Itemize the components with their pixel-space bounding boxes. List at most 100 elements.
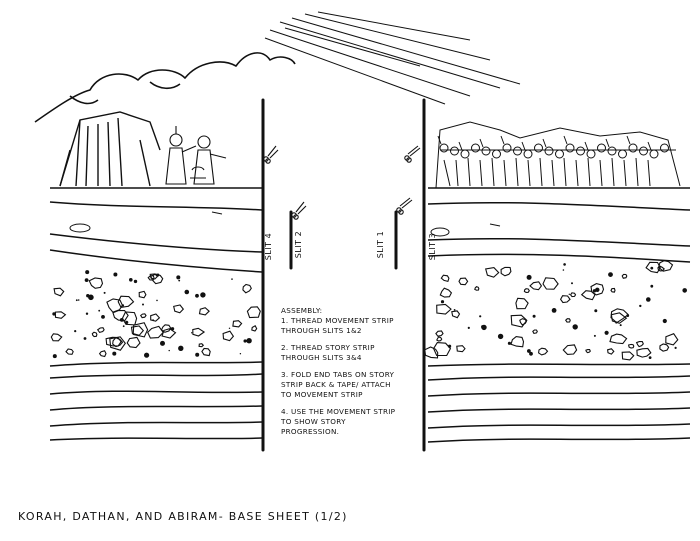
assembly-step-2: 2. THREAD STORY STRIP THROUGH SLITS 3&4: [281, 343, 375, 362]
rock: [91, 331, 98, 338]
crowd-head: [607, 146, 617, 156]
rock: [150, 313, 161, 322]
rock: [436, 303, 452, 315]
pebble: [650, 284, 654, 288]
rock: [510, 336, 525, 348]
crowd-head: [576, 146, 585, 156]
pebble: [178, 279, 181, 282]
rock: [569, 292, 577, 298]
rock: [606, 348, 615, 355]
rock: [50, 333, 63, 342]
rock: [609, 333, 628, 345]
pebble: [88, 294, 94, 301]
pebble: [682, 288, 687, 293]
pebble: [52, 312, 56, 316]
rock: [161, 328, 177, 339]
scissors-icon: [396, 197, 413, 215]
pebble: [551, 308, 557, 313]
pebble: [608, 272, 613, 277]
scissors-icon: [291, 201, 307, 220]
rock: [232, 320, 243, 328]
rock: [515, 297, 529, 310]
raised-arm: [605, 138, 610, 148]
crowd-head: [534, 143, 543, 153]
rock: [635, 340, 644, 348]
rock: [147, 275, 155, 281]
pebble: [77, 299, 80, 301]
rock: [538, 347, 549, 356]
crowd-head: [439, 143, 449, 153]
rocks-right: [424, 260, 687, 361]
tent-icon: [59, 111, 161, 187]
crowd-head: [471, 143, 480, 153]
crowd-head: [481, 146, 491, 156]
scissors-icon: [263, 145, 279, 164]
rock: [621, 351, 635, 361]
pebble: [85, 270, 90, 275]
pebble: [52, 354, 57, 359]
scissors-icon: [404, 145, 421, 163]
crowd-head: [460, 149, 470, 159]
rock: [610, 308, 630, 324]
raised-arm: [647, 141, 652, 151]
pebble: [243, 339, 247, 343]
rock: [456, 345, 466, 353]
rock: [458, 277, 469, 286]
rock: [251, 325, 258, 332]
rock: [532, 329, 538, 335]
rock: [542, 277, 559, 290]
pebble: [440, 300, 445, 304]
rock: [54, 311, 67, 319]
crowd-head: [502, 143, 512, 153]
rock: [529, 281, 543, 291]
rock: [53, 287, 65, 297]
pebble: [84, 278, 89, 282]
assembly-step-1: 1. THREAD MOVEMENT STRIP THROUGH SLITS 1…: [281, 316, 394, 335]
rock: [65, 348, 74, 355]
rock: [88, 277, 104, 289]
crowd-head: [555, 149, 564, 159]
pebble: [200, 292, 206, 298]
crowd-head: [450, 146, 459, 156]
rock: [173, 304, 185, 314]
rock: [160, 324, 172, 333]
raised-arm: [626, 135, 631, 145]
pebble: [595, 287, 600, 292]
crowd-head: [660, 143, 669, 153]
assembly-heading: ASSEMBLY:: [281, 306, 323, 315]
pebble: [176, 275, 181, 280]
rock: [149, 273, 164, 285]
pebble: [239, 353, 242, 355]
slit-lines: [261, 98, 426, 452]
pebble: [479, 315, 482, 318]
pebble: [133, 279, 138, 284]
pebble: [122, 325, 125, 328]
pebble: [648, 356, 652, 359]
rock: [147, 325, 164, 339]
rock: [659, 343, 670, 352]
pebble: [112, 351, 117, 356]
rock: [435, 330, 444, 337]
rock: [485, 267, 500, 278]
rock: [636, 347, 652, 358]
pebble: [121, 304, 125, 307]
pebble: [593, 334, 596, 337]
pebble: [156, 299, 158, 302]
pebble: [246, 338, 252, 344]
raised-arm: [500, 135, 505, 145]
pebble: [532, 314, 536, 318]
rock: [117, 295, 135, 309]
crowd-head: [597, 143, 606, 153]
rock: [121, 311, 138, 326]
crowd-head: [492, 149, 501, 159]
pebble: [563, 263, 566, 266]
crowd-head: [544, 146, 554, 156]
crowd-head: [639, 146, 648, 156]
rock: [439, 287, 453, 298]
raised-arm: [458, 141, 463, 151]
pebble: [481, 325, 485, 329]
pebble: [453, 309, 456, 311]
sheet-title: KORAH, DATHAN, AND ABIRAM- BASE SHEET (1…: [18, 510, 348, 523]
rock: [585, 349, 591, 354]
